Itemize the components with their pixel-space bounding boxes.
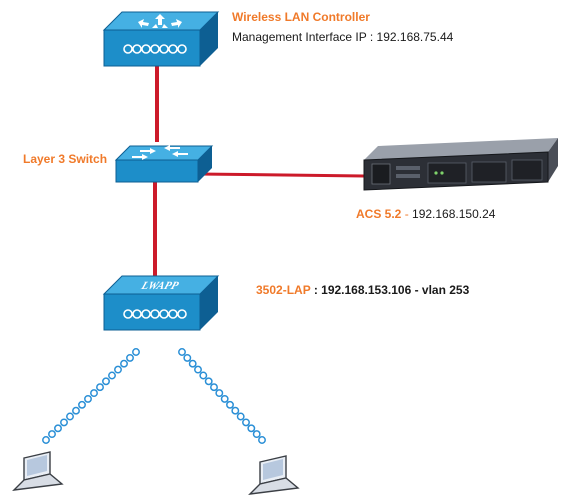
lap-label-row: 3502-LAP : 192.168.153.106 - vlan 253 [256,283,469,297]
wlc-mgmt-label-row: Management Interface IP : 192.168.75.44 [232,30,453,44]
signal-loop [78,400,86,409]
lap-badge-text: LWAPP [139,280,180,292]
signal-chain-left [42,348,140,444]
signal-loop [220,394,229,403]
laptop-icon [248,455,300,495]
lap-radio-loops [123,309,187,319]
signal-loop [42,436,50,444]
lightweight-ap-icon: LWAPP [102,275,220,331]
acs-separator: - [401,207,413,221]
signal-loop [242,418,250,427]
signal-loop [252,430,261,439]
lap-name: 3502-LAP [256,283,311,297]
acs-label-row: ACS 5.2 - 192.168.150.24 [356,207,495,221]
wlc-name-label: Wireless LAN Controller [232,10,370,24]
signal-loop [204,377,213,386]
signal-loop [90,389,98,398]
acs-server-icon [363,138,558,191]
laptop-icon [12,451,64,491]
signal-loop [66,412,74,421]
signal-loop [183,353,192,362]
signal-loop [210,383,218,392]
signal-loop [108,371,116,380]
switch-name-label: Layer 3 Switch [23,152,108,166]
layer3-switch-icon [114,145,214,183]
signal-loop [84,394,92,403]
signal-loop [48,430,56,439]
signal-loop [54,424,62,433]
signal-loop [114,365,122,374]
signal-loop [72,406,80,415]
signal-chain-right [178,348,266,444]
signal-loop [188,359,197,368]
signal-loop [194,365,202,374]
signal-loop [199,371,208,380]
signal-loop [236,412,245,421]
link-switch-to-acs [197,172,365,178]
wlc-radio-loops [123,44,187,54]
wireless-controller-icon [102,11,220,67]
signal-loop [96,383,104,392]
network-links [153,62,365,282]
signal-loop [60,418,68,427]
signal-loop [258,436,266,444]
signal-loop [231,406,240,415]
lap-detail: : 192.168.153.106 - vlan 253 [310,283,470,297]
wlc-mgmt-ip: 192.168.75.44 [376,30,454,44]
acs-name: ACS 5.2 [356,207,402,221]
wlc-mgmt-label: Management Interface IP : [232,30,374,44]
signal-loop [215,389,224,398]
signal-loop [120,359,128,368]
signal-loop [178,348,186,356]
signal-loop [102,377,110,386]
acs-ip: 192.168.150.24 [412,207,496,221]
signal-loop [226,400,234,409]
wireless-signal-icon [42,348,266,444]
signal-loop [132,348,140,356]
signal-loop [247,424,256,433]
signal-loop [126,353,134,362]
